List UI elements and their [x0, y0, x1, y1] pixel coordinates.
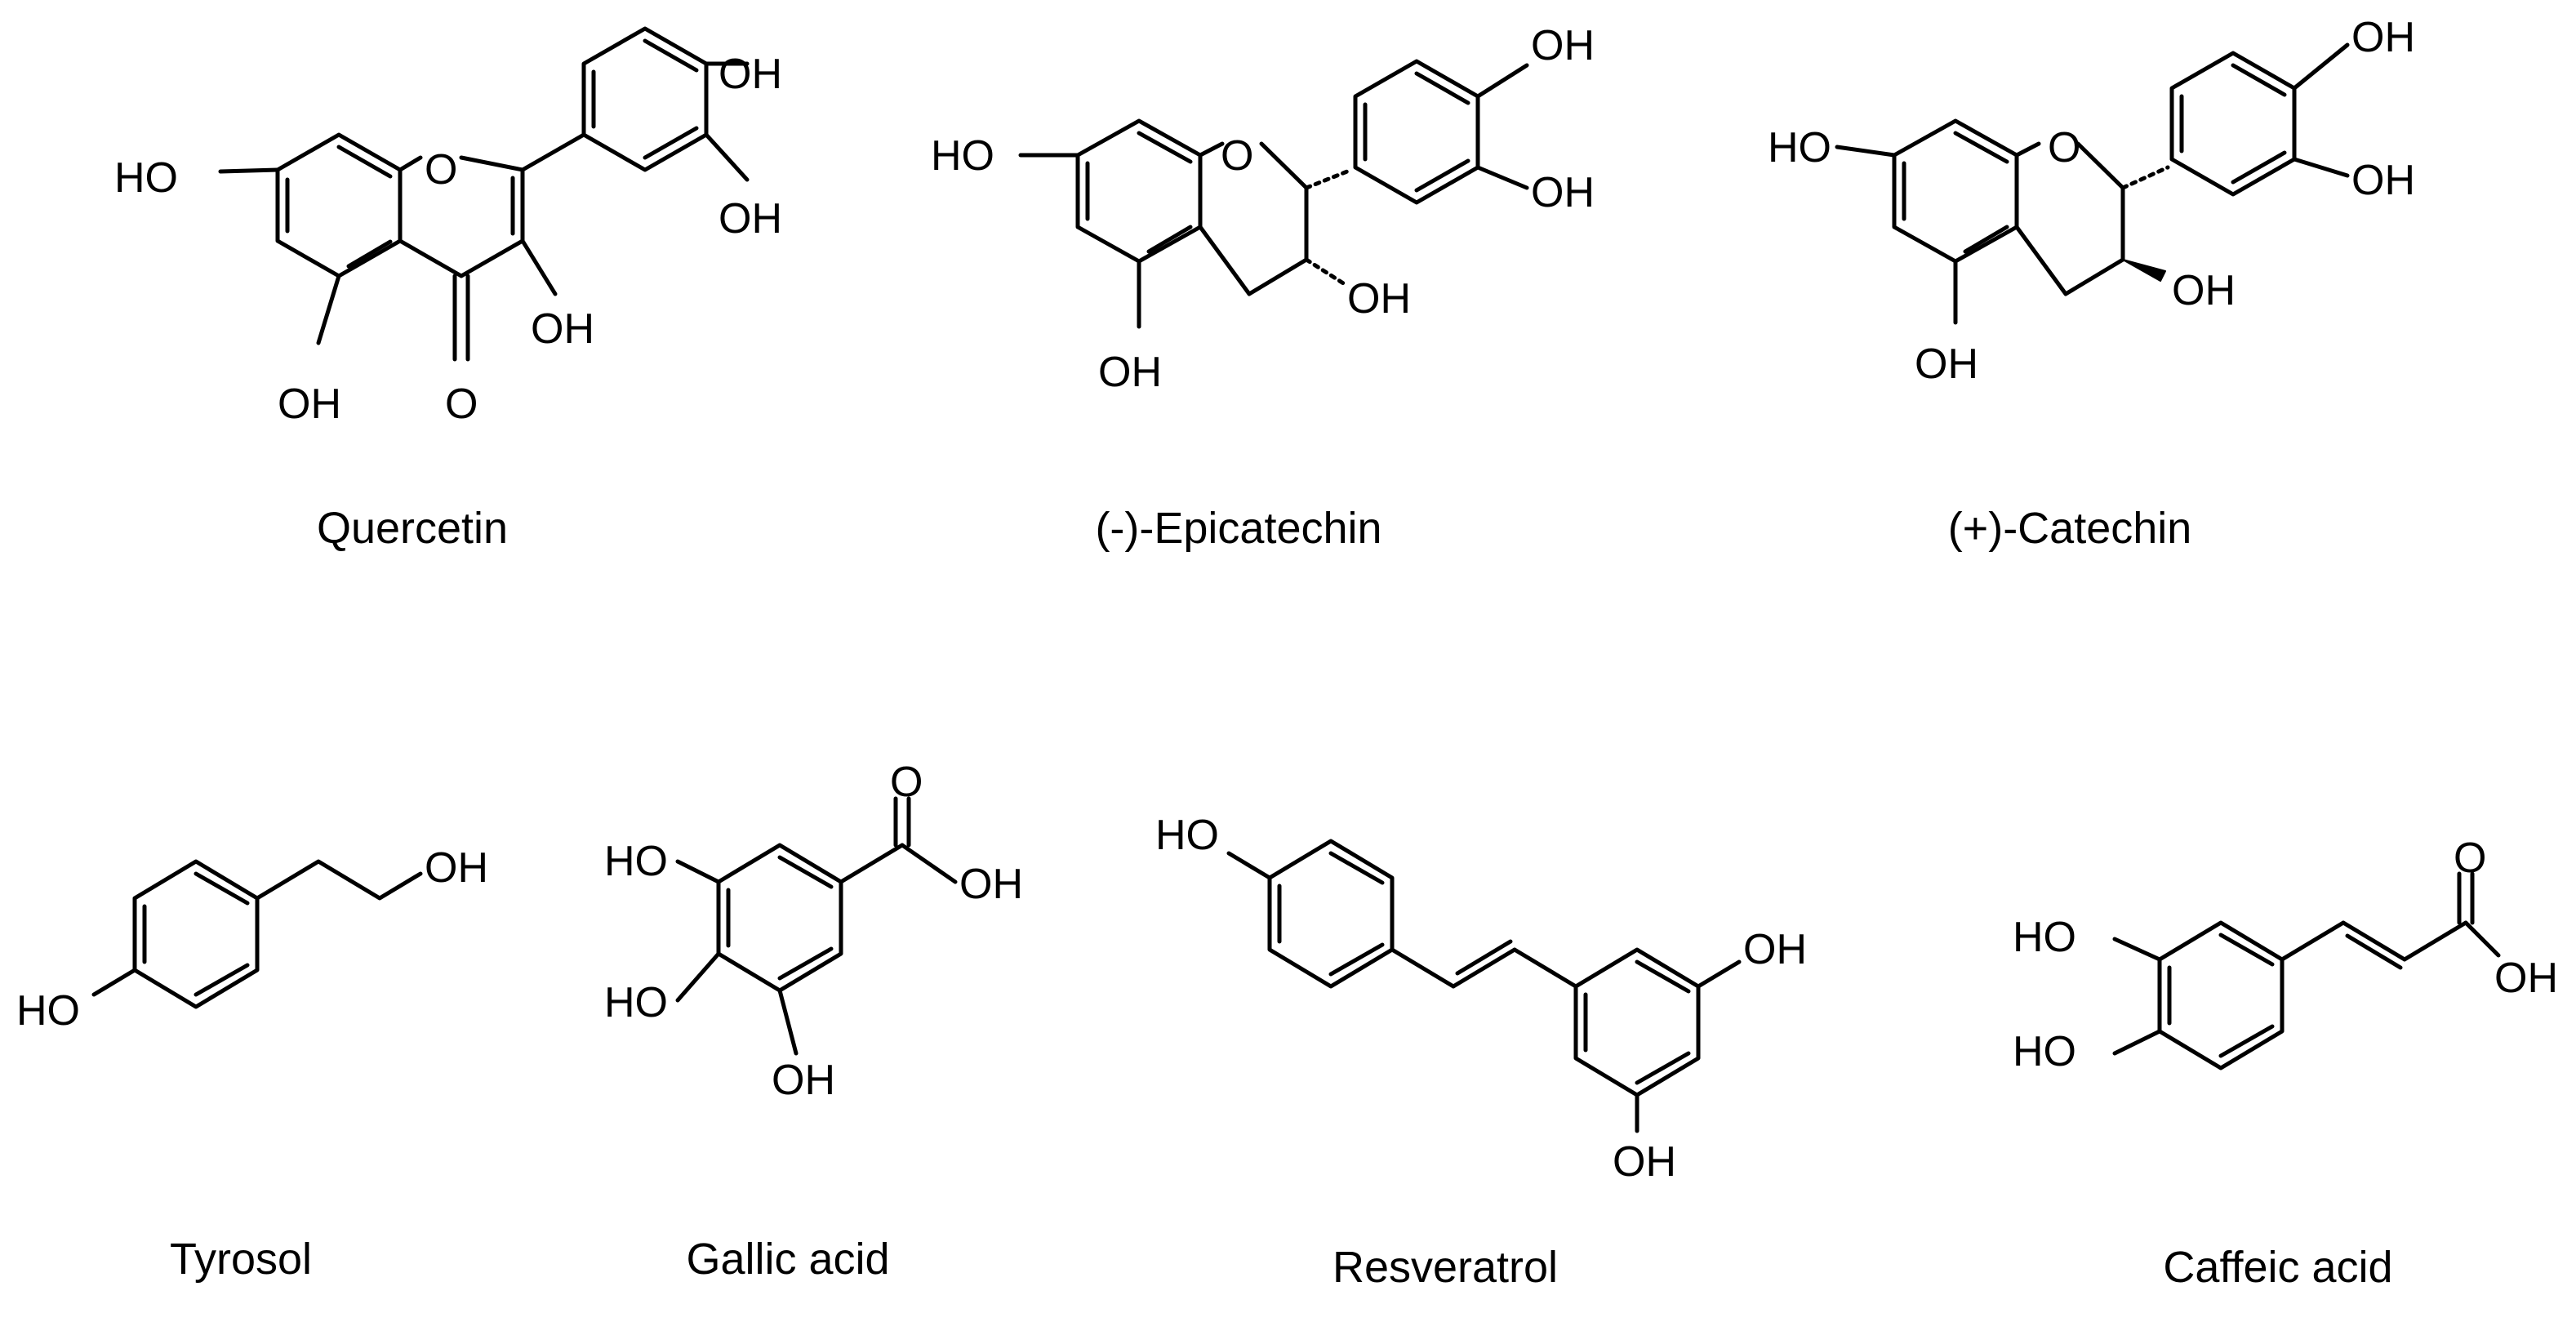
quercetin-oh-3p: OH	[719, 195, 782, 243]
catechin-oh-4p: OH	[2351, 14, 2415, 61]
epicatechin-oh-4p: OH	[1531, 22, 1595, 69]
quercetin-oh-3: OH	[531, 305, 594, 353]
catechin-structure: O HO OH OH OH OH (+)-Catechin	[1768, 14, 2415, 553]
caffeic-acid-oh-4: HO	[2013, 1028, 2076, 1075]
epicatechin-oh-7: HO	[931, 132, 994, 180]
resveratrol-name: Resveratrol	[1332, 1243, 1558, 1292]
catechin-oh-7: HO	[1768, 124, 1831, 171]
epicatechin-oh-3p: OH	[1531, 169, 1595, 216]
quercetin-oh-4p: OH	[719, 51, 782, 98]
resveratrol-oh-4p: HO	[1155, 812, 1219, 859]
quercetin-carbonyl-oxygen: O	[445, 381, 478, 428]
tyrosol-oh-phenol: HO	[16, 987, 80, 1035]
quercetin-name: Quercetin	[317, 504, 508, 553]
catechin-oh-5: OH	[1915, 341, 1978, 388]
tyrosol-oh-alkyl: OH	[425, 844, 488, 892]
gallic-acid-carboxyl-oh: OH	[959, 861, 1023, 908]
tyrosol-structure: OH HO Tyrosol	[16, 844, 488, 1284]
epicatechin-name: (-)-Epicatechin	[1095, 504, 1381, 553]
catechin-oh-3p: OH	[2351, 157, 2415, 204]
epicatechin-oh-3: OH	[1347, 275, 1411, 323]
gallic-acid-name: Gallic acid	[686, 1235, 889, 1284]
resveratrol-oh-3: OH	[1743, 926, 1807, 973]
tyrosol-name: Tyrosol	[170, 1235, 312, 1284]
gallic-acid-oh-3: OH	[772, 1057, 835, 1104]
catechin-name: (+)-Catechin	[1948, 504, 2192, 553]
gallic-acid-oh-5: HO	[604, 838, 668, 885]
caffeic-acid-carboxyl-oh: OH	[2494, 955, 2558, 1002]
gallic-acid-oh-4: HO	[604, 979, 668, 1026]
catechin-oh-3: OH	[2172, 267, 2236, 314]
catechin-ring-oxygen: O	[2048, 124, 2080, 171]
quercetin-structure: O HO OH O OH OH OH Quercetin	[114, 26, 782, 553]
gallic-acid-structure: O OH HO HO OH Gallic acid	[604, 759, 1023, 1284]
resveratrol-structure: HO OH OH Resveratrol	[1155, 812, 1807, 1292]
epicatechin-ring-oxygen: O	[1221, 132, 1253, 180]
epicatechin-oh-5: OH	[1098, 349, 1162, 396]
resveratrol-oh-5: OH	[1613, 1138, 1676, 1186]
caffeic-acid-name: Caffeic acid	[2163, 1243, 2392, 1292]
caffeic-acid-structure: O OH HO HO Caffeic acid	[2013, 835, 2558, 1292]
gallic-acid-carbonyl-oxygen: O	[890, 759, 923, 806]
quercetin-oh-7: HO	[114, 154, 178, 202]
quercetin-ring-oxygen: O	[425, 146, 457, 194]
quercetin-oh-5: OH	[278, 381, 341, 428]
caffeic-acid-carbonyl-oxygen: O	[2454, 835, 2486, 882]
epicatechin-structure: O HO OH OH OH OH (-)-Epicatechin	[931, 22, 1595, 553]
caffeic-acid-oh-3: HO	[2013, 914, 2076, 961]
